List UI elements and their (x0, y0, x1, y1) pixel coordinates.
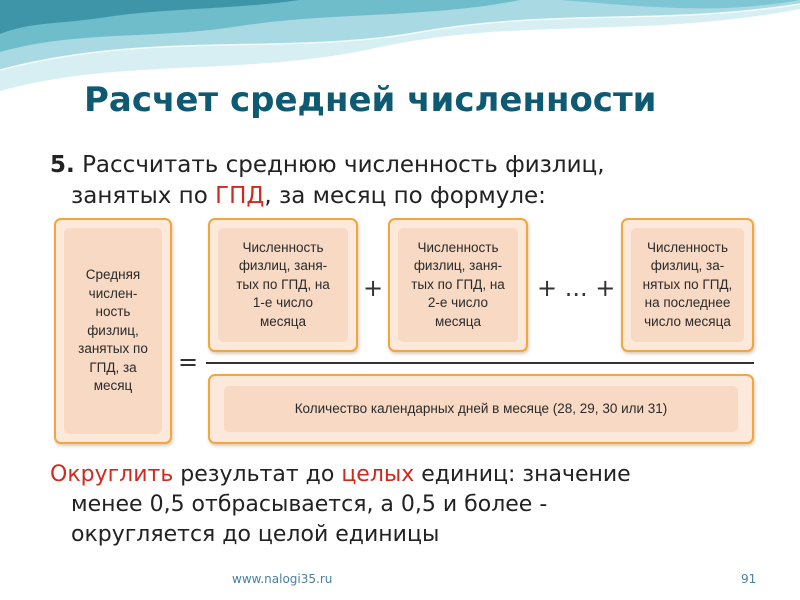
fraction-bar (206, 362, 754, 364)
slide-page-number: 91 (741, 572, 757, 586)
term-box-last-day: Численность физлиц, за- нятых по ГПД, на… (621, 218, 754, 352)
gpd-highlight: ГПД (215, 183, 265, 209)
step-line2-text: занятых по (71, 183, 216, 209)
result-box: Средняя числен- ность физлиц, занятых по… (54, 218, 172, 444)
footer-url-link[interactable]: www.nalogi35.ru (232, 572, 333, 586)
rounding-note: Округлить результат до целых единиц: зна… (50, 460, 750, 550)
plus-ellipsis-plus: + ... + (537, 274, 616, 302)
step-line2-tail: , за месяц по формуле: (264, 183, 546, 209)
equals-sign: = (178, 348, 199, 376)
slide-title: Расчет средней численности (84, 80, 657, 120)
result-box-label: Средняя числен- ность физлиц, занятых по… (64, 228, 162, 434)
denominator-box: Количество календарных дней в месяце (28… (208, 374, 754, 444)
step-line1: Рассчитать среднюю численность физлиц, (82, 152, 605, 178)
term-box-day1: Численность физлиц, заня- тых по ГПД, на… (208, 218, 358, 352)
term-box-day2-label: Численность физлиц, заня- тых по ГПД, на… (398, 228, 518, 342)
denominator-label: Количество календарных дней в месяце (28… (224, 386, 738, 432)
term-box-day1-label: Численность физлиц, заня- тых по ГПД, на… (218, 228, 348, 342)
note-line2: менее 0,5 отбрасывается, а 0,5 и более - (71, 492, 548, 517)
step-line2: занятых по ГПД, за месяц по формуле: (50, 181, 750, 212)
note-line3: округляется до целой единицы (71, 522, 440, 547)
step-number: 5. (50, 152, 75, 178)
whole-word: целых (341, 462, 415, 487)
term-box-last-day-label: Численность физлиц, за- нятых по ГПД, на… (631, 228, 744, 342)
step-instruction: 5. Рассчитать среднюю численность физлиц… (50, 150, 750, 212)
header-wave-decoration (0, 0, 800, 93)
plus-sign-1: + (363, 274, 384, 302)
term-box-day2: Численность физлиц, заня- тых по ГПД, на… (388, 218, 528, 352)
note-text-1: результат до (173, 462, 342, 487)
round-word: Округлить (50, 462, 174, 487)
note-text-2: единиц: значение (414, 462, 631, 487)
